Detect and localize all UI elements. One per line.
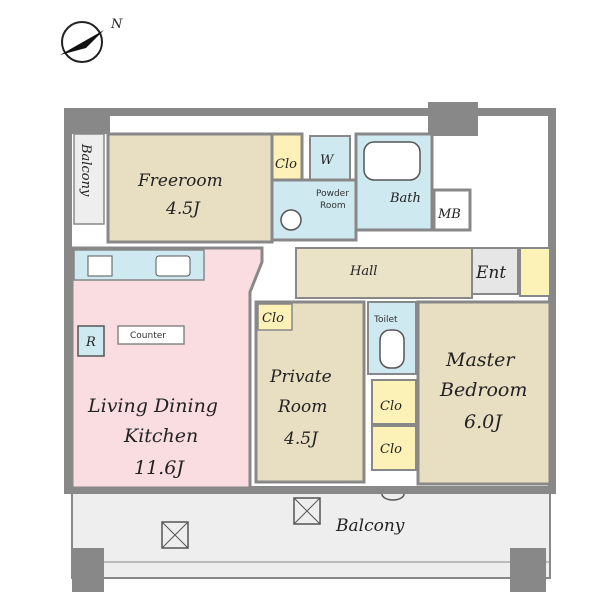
private-room-area (254, 300, 366, 484)
ldk-area (70, 246, 264, 490)
balcony-left-label: Balcony (78, 143, 93, 197)
private-room-line2: Room (277, 397, 327, 417)
washer-label: W (320, 153, 335, 168)
powder-room-area (270, 178, 358, 242)
master-bedroom-area (416, 300, 552, 486)
private-room-line1: Private (269, 367, 332, 387)
ldk-size: 11.6J (134, 457, 185, 479)
counter-label: Counter (130, 331, 166, 341)
closet-master-bottom (371, 425, 417, 471)
master-bedroom-line1: Master (445, 349, 516, 371)
closet-private-label: Clo (262, 311, 284, 326)
meter-box (432, 188, 472, 232)
master-bedroom-size: 6.0J (464, 411, 503, 433)
shoe-closet (519, 247, 551, 297)
bathtub-icon (363, 141, 421, 181)
closet-freeroom-label: Clo (275, 157, 297, 172)
powder-room-line2: Room (320, 201, 346, 211)
entrance-area (471, 247, 519, 295)
refrigerator-label: R (85, 335, 96, 350)
kitchen-sink-icon (155, 255, 191, 277)
balcony-left-area (73, 133, 105, 225)
bath-label: Bath (389, 191, 421, 206)
closet-master-top (371, 379, 417, 425)
ldk-line1: Living Dining (87, 395, 218, 417)
closet-master-top-label: Clo (380, 399, 402, 414)
toilet-icon (379, 329, 405, 369)
hall-area (295, 247, 473, 299)
compass-icon: N (60, 17, 123, 63)
stove-icon (87, 255, 113, 277)
meter-box-label: MB (437, 207, 461, 222)
refrigerator (77, 325, 105, 357)
freeroom-name: Freeroom (137, 171, 223, 191)
balcony-bottom-area (71, 487, 551, 579)
washer-area (309, 135, 351, 181)
closet-master-bottom-label: Clo (380, 442, 402, 457)
hall-label: Hall (349, 264, 377, 279)
balcony-bottom-label: Balcony (335, 516, 405, 536)
entrance-label: Ent (475, 263, 506, 283)
freeroom-size: 4.5J (165, 199, 201, 219)
powder-room-line1: Powder (316, 189, 349, 199)
closet-private (257, 303, 293, 331)
north-label: N (110, 17, 123, 32)
sink-icon (280, 209, 302, 231)
freeroom-area (106, 132, 274, 244)
private-room-size: 4.5J (283, 429, 319, 449)
master-bedroom-line2: Bedroom (439, 379, 527, 401)
toilet-label: Toilet (373, 315, 398, 325)
balcony-drain-icon (161, 497, 321, 549)
ldk-line2: Kitchen (123, 425, 198, 447)
